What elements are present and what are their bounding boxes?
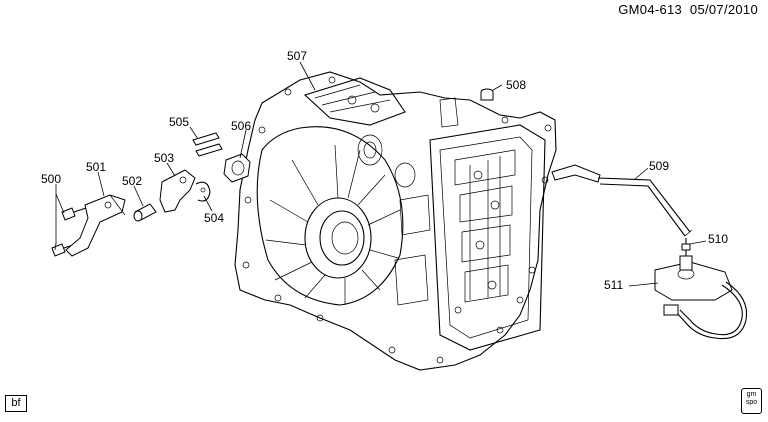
sensor-506 [223, 153, 251, 183]
bracket-501 [65, 194, 126, 257]
transmission-case [234, 71, 557, 371]
bolt-510 [681, 238, 691, 256]
callout-510: 510 [708, 232, 728, 246]
callout-500: 500 [41, 172, 61, 186]
callout-501: 501 [86, 160, 106, 174]
plug-508 [480, 88, 494, 101]
shaft-509 [551, 164, 693, 237]
callout-labels: 500 501 502 503 504 505 506 507 508 509 … [41, 49, 728, 292]
gm-spo-logo: gm spo [741, 388, 762, 414]
leader-lines [54, 61, 707, 287]
clip-504 [195, 181, 211, 202]
pin-502 [133, 203, 157, 222]
pins-505 [192, 132, 223, 157]
bf-badge: bf [5, 395, 27, 412]
callout-505: 505 [169, 115, 189, 129]
callout-504: 504 [204, 211, 224, 225]
callout-502: 502 [122, 174, 142, 188]
diagram-header: GM04-613 05/07/2010 [618, 2, 758, 17]
diagram-date: 05/07/2010 [689, 2, 758, 17]
callout-508: 508 [506, 78, 526, 92]
callout-506: 506 [231, 119, 251, 133]
callout-509: 509 [649, 159, 669, 173]
lever-503 [159, 169, 196, 213]
switch-511 [654, 255, 748, 340]
callout-511: 511 [604, 278, 623, 292]
callout-507: 507 [287, 49, 307, 63]
callout-503: 503 [154, 151, 174, 165]
diagram-code: GM04-613 [618, 2, 683, 17]
